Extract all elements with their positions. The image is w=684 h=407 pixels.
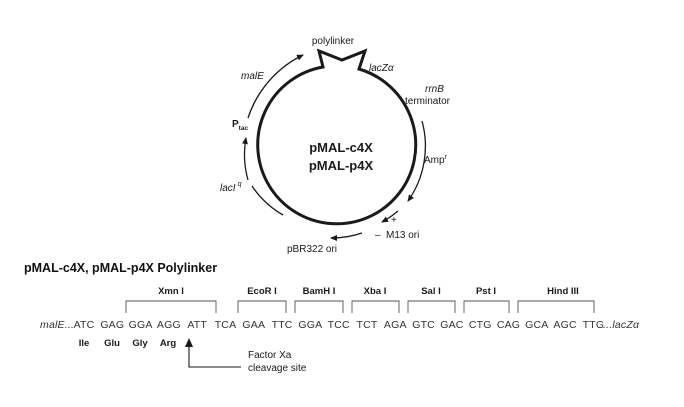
bracket-hindiii	[517, 300, 595, 313]
codon: ATT	[187, 319, 207, 331]
codon: AGG	[157, 319, 181, 331]
codon: ATC	[74, 319, 95, 331]
codon: TCT	[356, 319, 377, 331]
codon: GGA	[298, 319, 322, 331]
site-xbai: Xba I	[364, 286, 387, 297]
codon: AGA	[384, 319, 407, 331]
codon: GCA	[525, 319, 548, 331]
site-brackets	[125, 300, 595, 313]
restriction-sites: Xmn I EcoR I BamH I Xba I Sal I Pst I Hi…	[158, 286, 579, 297]
cleavage-arrow	[188, 345, 241, 368]
pbr322-label: pBR322 ori	[287, 244, 337, 255]
cleavage-pointer: Factor Xa cleavage site	[185, 338, 307, 374]
codon: CTG	[469, 319, 492, 331]
dna-sequence: malE... ATC GAG GGA AGG ATT TCA GAA TTC GGA TCC TC…	[40, 319, 640, 331]
amp-label: Ampr	[424, 154, 448, 166]
male-label: malE	[241, 71, 264, 82]
cleavage-label-line2: cleavage site	[248, 363, 307, 374]
laci-arc	[251, 185, 284, 216]
amp-arc	[407, 120, 427, 202]
codon: CAG	[497, 319, 520, 331]
amino-acid: Arg	[160, 338, 177, 349]
male-arc	[247, 54, 304, 119]
plasmid-map: pMAL-c4X pMAL-p4X polylinker lacZα rrnB …	[220, 36, 451, 255]
codon: GAA	[242, 319, 265, 331]
rrnb-label: rrnB	[425, 84, 444, 95]
site-bamhi: BamH I	[303, 286, 336, 297]
plasmid-name-c4x: pMAL-c4X	[309, 140, 373, 155]
ptac-arc	[241, 137, 249, 181]
sequence-suffix: ...lacZα	[603, 319, 640, 331]
site-psti: Pst I	[476, 286, 496, 297]
codon: GAG	[100, 319, 124, 331]
amino-acids: Ile Glu Gly Arg	[79, 338, 177, 349]
site-hindiii: Hind III	[547, 286, 579, 297]
bracket-sali	[407, 300, 456, 313]
codon-group: ATC GAG GGA AGG ATT TCA GAA TTC GGA TCC TCT AGA GTC G…	[74, 319, 605, 331]
sequence-prefix: malE...	[40, 319, 74, 331]
lacz-label: lacZα	[369, 63, 394, 74]
codon: GTC	[412, 319, 435, 331]
amino-acid: Gly	[132, 338, 148, 349]
bracket-bamhi	[294, 300, 344, 313]
bracket-xmni	[125, 300, 217, 313]
bracket-ecori	[237, 300, 287, 313]
polylinker-heading: pMAL-c4X, pMAL-p4X Polylinker	[24, 261, 217, 275]
codon: GAC	[440, 319, 464, 331]
codon: AGC	[553, 319, 577, 331]
site-ecori: EcoR I	[247, 286, 277, 297]
amino-acid: Glu	[104, 338, 120, 349]
codon: GGA	[129, 319, 153, 331]
terminator-label: terminator	[405, 96, 451, 107]
codon: TCC	[328, 319, 350, 331]
codon: TTG	[583, 319, 605, 331]
codon: TTC	[272, 319, 293, 331]
pbr322-arc	[330, 232, 363, 242]
m13-arc	[381, 210, 399, 223]
cleavage-label-line1: Factor Xa	[248, 350, 292, 361]
cleavage-arrowhead	[185, 338, 193, 347]
m13-label: M13 ori	[386, 230, 419, 241]
bracket-psti	[463, 300, 510, 313]
m13-plus-label: +	[391, 215, 397, 226]
site-sali: Sal I	[421, 286, 441, 297]
polylinker-label: polylinker	[312, 36, 355, 47]
m13-minus-label: –	[375, 230, 381, 241]
polylinker-section: pMAL-c4X, pMAL-p4X Polylinker Xmn I EcoR…	[24, 261, 640, 374]
plasmid-ring	[256, 48, 418, 226]
codon: TCA	[215, 319, 237, 331]
amino-acid: Ile	[79, 338, 90, 349]
ptac-label: Ptac	[232, 119, 248, 132]
plasmid-name-p4x: pMAL-p4X	[309, 158, 374, 173]
bracket-xbai	[351, 300, 400, 313]
site-xmni: Xmn I	[158, 286, 184, 297]
